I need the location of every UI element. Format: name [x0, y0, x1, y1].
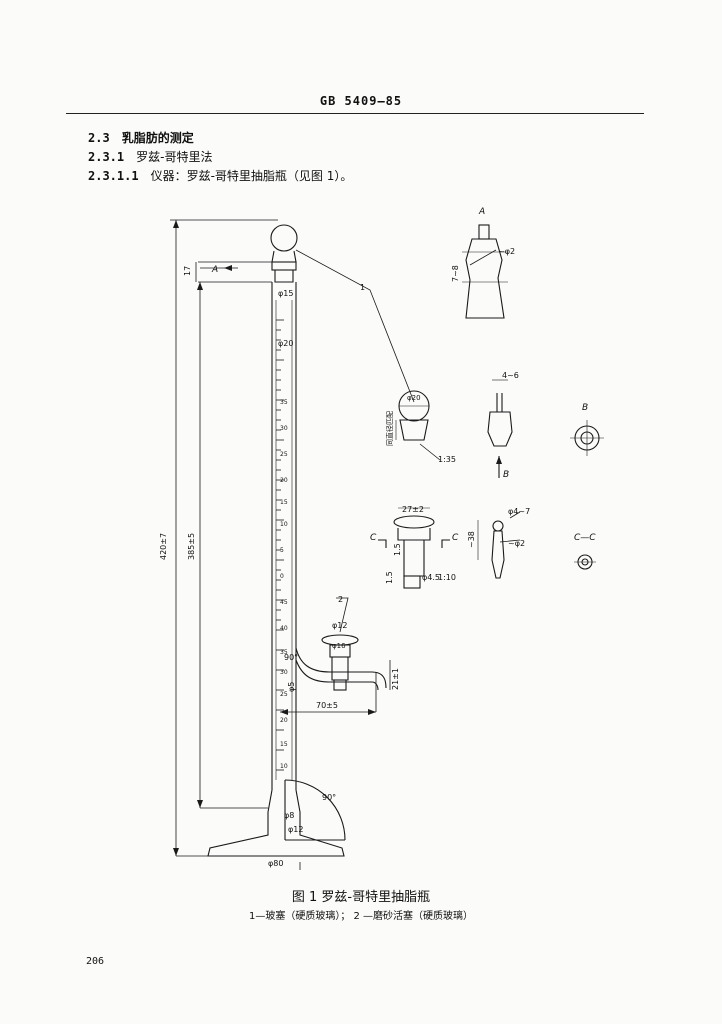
scale-number: 45: [280, 599, 288, 606]
scale-number: 30: [280, 425, 288, 432]
dim-4-6: 4~6: [502, 371, 519, 380]
flask-drawing: [207, 224, 387, 857]
section-b-drawing: [570, 420, 604, 456]
scale-number: 35: [280, 399, 288, 406]
dim-phi12-stopcock: φ12: [332, 621, 347, 630]
scale-number: 35: [280, 649, 288, 656]
dim-1-5-b: 1.5: [393, 543, 402, 556]
section-number: 2.3: [88, 131, 110, 145]
section-body: 仪器：罗兹-哥特里抽脂瓶（见图 1）。: [150, 169, 353, 183]
section-number: 2.3.1.1: [88, 169, 139, 183]
dim-phi12-base: φ12: [288, 825, 303, 834]
dim-phi8: φ8: [284, 811, 294, 820]
dim-phi20: φ20: [278, 339, 293, 348]
dim-21: 21±1: [391, 668, 400, 690]
dim-1-10: 1:10: [438, 573, 456, 582]
view-b-label: B: [582, 403, 588, 413]
stopcock-detail-drawing: [378, 507, 450, 589]
leader-lines: [295, 249, 521, 633]
section-number: 2.3.1: [88, 150, 125, 164]
dim-phi20-stopper: φ20: [407, 394, 421, 402]
section-title: 罗兹-哥特里法: [136, 150, 213, 164]
scale-number: 25: [280, 451, 288, 458]
scale-number: 0: [280, 573, 284, 580]
dim-phi4-5: φ4.5: [422, 573, 440, 582]
callout-2: 2: [338, 595, 343, 604]
stopper-detail-drawing: [395, 390, 430, 441]
section-title: 乳脂肪的测定: [121, 131, 194, 145]
scale-numbers: 35 30 25 20 15 10 5 0 45 40 35 30 25 20 …: [280, 399, 288, 770]
dim-phi2-b: ~φ2: [508, 539, 525, 548]
scale-number: 20: [280, 717, 288, 724]
dim-phi2-a: ~φ2: [498, 247, 515, 256]
scale-number: 40: [280, 625, 288, 632]
angle-90-foot: 90°: [322, 793, 336, 802]
view-a-drawing: [462, 224, 508, 319]
figure-legend: 1—玻塞（硬质玻璃）； 2 —磨砂活塞（硬质玻璃）: [248, 911, 474, 922]
section-c-left: C: [370, 533, 377, 543]
section-2-3-1-1: 2.3.1.1 仪器：罗兹-哥特里抽脂瓶（见图 1）。: [88, 167, 352, 184]
dim-385: 385±5: [187, 533, 196, 560]
section-a-arrow-label: A: [211, 265, 218, 275]
scale-number: 30: [280, 669, 288, 676]
dim-phi4-7: φ4~7: [508, 507, 530, 516]
section-c-right: C: [452, 533, 459, 543]
scale-number: 5: [280, 547, 284, 554]
dim-7-8: 7~8: [451, 265, 460, 282]
callout-1: 1: [360, 283, 365, 292]
section-2-3: 2.3 乳脂肪的测定: [88, 129, 194, 146]
stopper-note: 同直径匹配: [385, 411, 394, 446]
figure-caption: 图 1 罗兹-哥特里抽脂瓶: [291, 890, 431, 905]
section-cc-label: C—C: [574, 533, 596, 543]
dim-phi5: φ5: [287, 682, 296, 692]
standard-header: GB 5409—85: [319, 94, 403, 108]
dim-phi16: φ16: [332, 642, 346, 650]
dim-38: ~38: [467, 531, 476, 548]
dim-27: 27±2: [402, 505, 424, 514]
dim-420: 420±7: [159, 533, 168, 560]
dim-phi15: φ15: [278, 289, 293, 298]
page-number: 206: [86, 956, 105, 967]
dim-17: 17: [183, 266, 192, 276]
graduation-ticks: [276, 319, 284, 771]
section-cc-drawing: [574, 554, 596, 570]
view-b-side-drawing: [487, 379, 513, 478]
scale-number: 25: [280, 691, 288, 698]
dim-1-5-a: 1.5: [385, 571, 394, 584]
dimension-lines: [170, 219, 391, 870]
section-2-3-1: 2.3.1 罗兹-哥特里法: [88, 148, 212, 165]
view-a-label: A: [478, 207, 485, 217]
dim-70: 70±5: [316, 701, 338, 710]
dim-1-35: 1:35: [438, 455, 456, 464]
dim-phi80: φ80: [268, 859, 283, 868]
scale-number: 20: [280, 477, 288, 484]
angle-90-arm: 90°: [284, 653, 298, 662]
view-b-arrow-label: B: [503, 470, 509, 480]
scale-number: 15: [280, 499, 288, 506]
figure-1-extraction-flask: A A 17 420±7 385±5 φ15 φ20 1 2 φ12 φ16 9…: [159, 207, 604, 870]
scale-number: 15: [280, 741, 288, 748]
scale-number: 10: [280, 521, 288, 528]
scale-number: 10: [280, 763, 288, 770]
header-rule: [66, 113, 644, 114]
plug-side-drawing: [477, 520, 505, 579]
